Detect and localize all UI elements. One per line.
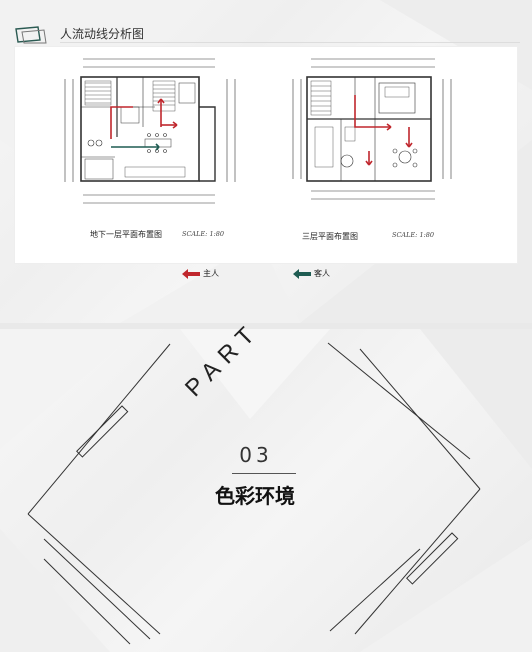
title-divider [60, 42, 520, 43]
section-number-underline [232, 473, 296, 474]
background-facets [0, 329, 532, 652]
green-arrow-icon [293, 268, 311, 279]
section-heading: 色彩环境 [215, 484, 295, 508]
diamond-frame [27, 342, 481, 645]
title-icon [15, 26, 47, 44]
right-plan-scale: SCALE: 1:80 [392, 231, 435, 239]
slide-flow-analysis: 人流动线分析图 [0, 0, 532, 323]
floor-plans-drawing [64, 58, 452, 204]
floor-plans-card [14, 46, 518, 264]
slide-section-divider [0, 329, 532, 652]
red-arrow-icon [182, 268, 200, 279]
left-plan-caption: 地下一层平面布置图 [90, 230, 162, 239]
section-number: 03 [239, 443, 273, 467]
page-title: 人流动线分析图 [60, 27, 145, 41]
right-plan-caption: 三层平面布置图 [302, 232, 358, 241]
legend-guest: 客人 [293, 268, 330, 279]
legend-guest-label: 客人 [314, 269, 330, 278]
legend-owner-label: 主人 [203, 269, 219, 278]
legend-owner: 主人 [182, 268, 219, 279]
left-plan-scale: SCALE: 1:80 [182, 230, 225, 238]
